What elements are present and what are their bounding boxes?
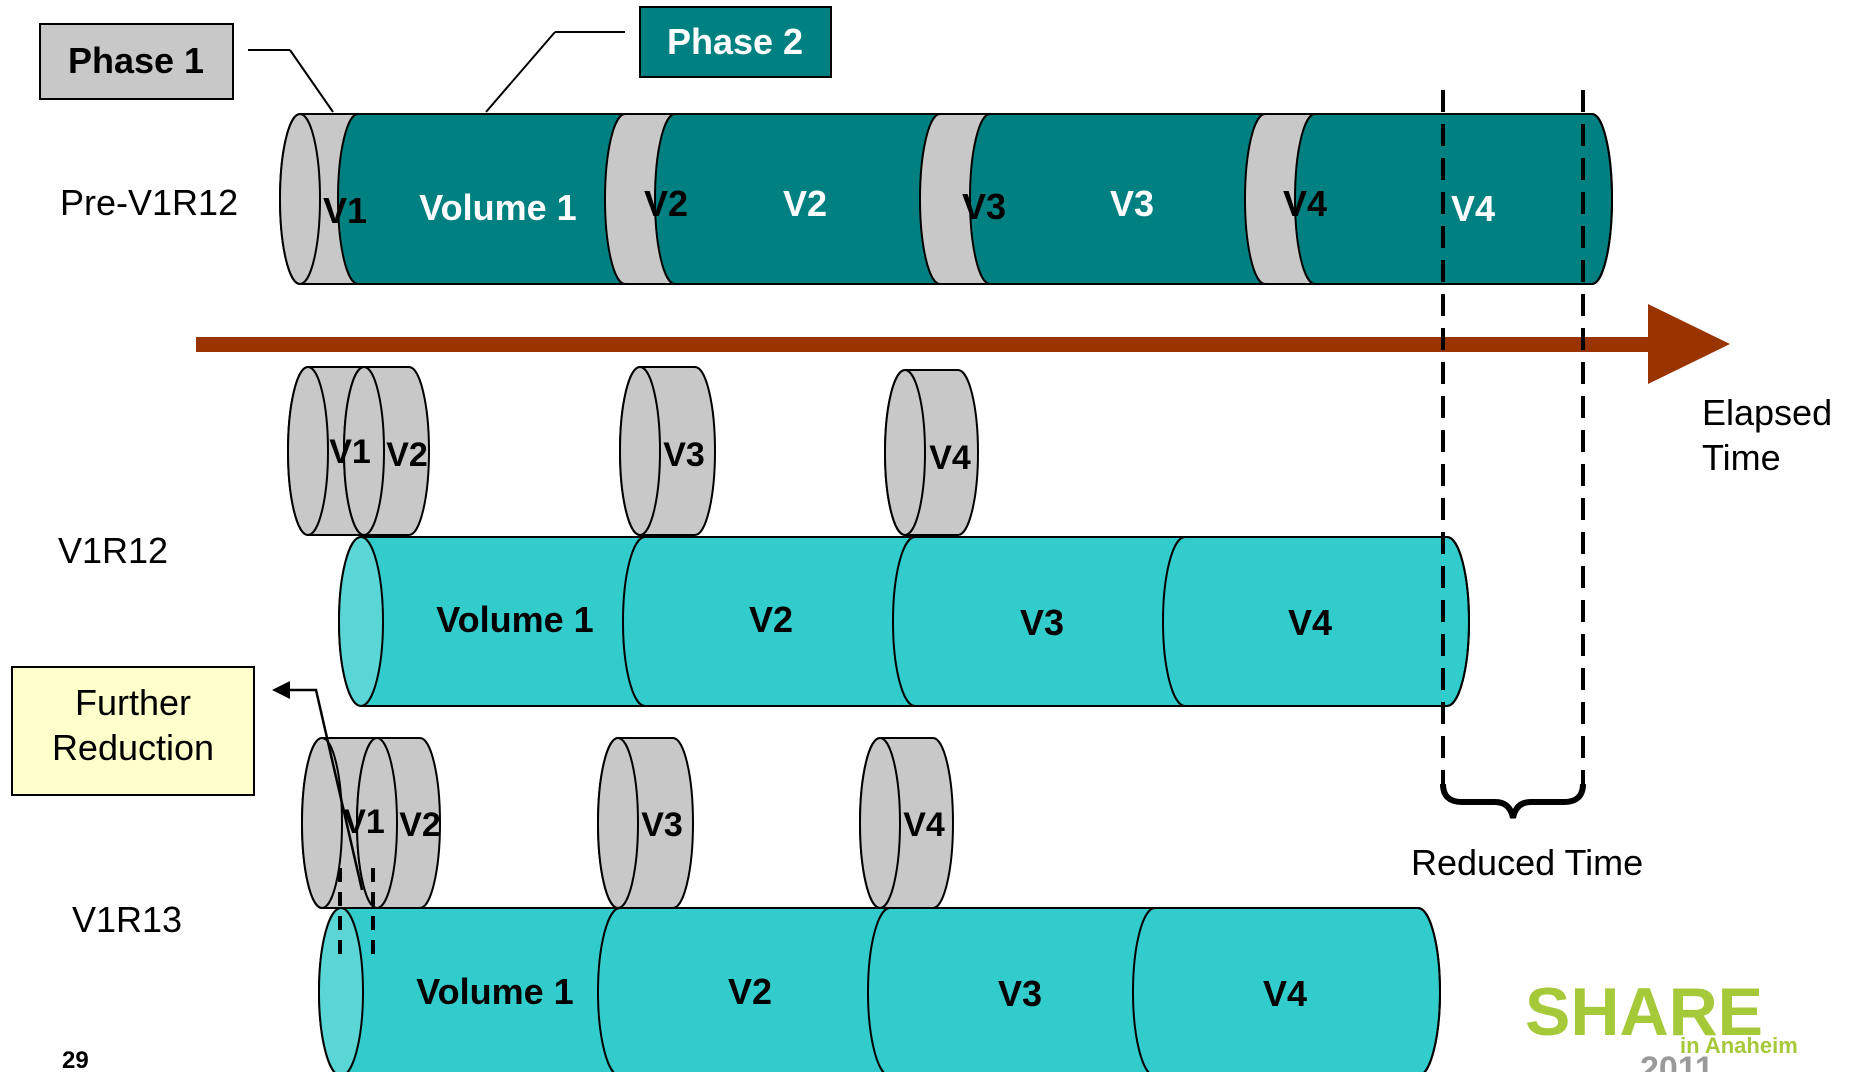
reduced-time-label: Reduced Time — [1411, 842, 1643, 883]
axis-label-line2: Time — [1702, 437, 1781, 478]
reduced-time-brace — [1440, 783, 1586, 819]
pre-segment-label-v2: V2 — [783, 183, 827, 224]
r12-disk-v2-face — [343, 366, 385, 536]
page-number: 29 — [62, 1047, 89, 1072]
r12-right-end — [1446, 536, 1470, 707]
v1r13-cylinder — [318, 907, 1441, 1072]
share-logo-year: 2011 — [1640, 1050, 1714, 1072]
pre-v1r12-cylinder — [279, 113, 1613, 285]
r12-segment-label-v4: V4 — [1288, 602, 1332, 643]
r13-left-face — [318, 907, 364, 1072]
pre-segment-label-v3: V3 — [1110, 183, 1154, 224]
share-logo-sub: in Anaheim — [1680, 1033, 1798, 1058]
share-logo-text: SHARE — [1525, 974, 1763, 1050]
legend-phase1-text: Phase 1 — [68, 40, 204, 81]
pre-left-face — [279, 113, 321, 285]
r13-disk-label-v4: V4 — [903, 806, 945, 844]
v1r13-phase1-disks — [301, 737, 954, 909]
axis-label-line1: Elapsed — [1702, 392, 1832, 433]
r13-right-end — [1417, 907, 1441, 1072]
r13-disk-label-v3: V3 — [641, 806, 683, 844]
r13-disk-v3-face — [597, 737, 639, 909]
r13-segment-label-volume1: Volume 1 — [416, 971, 573, 1012]
r13-segment-label-v3: V3 — [998, 973, 1042, 1014]
further-reduction-line2: Reduction — [52, 727, 214, 768]
legend-phase2-text: Phase 2 — [667, 21, 803, 62]
further-reduction-note: Further Reduction — [11, 666, 255, 796]
elapsed-time-arrow — [196, 304, 1730, 384]
further-reduction-pointer — [272, 681, 364, 891]
row-label-v1r12: V1R12 — [58, 530, 168, 571]
r12-disk-label-v3: V3 — [663, 436, 705, 474]
r12-disk-label-v1: V1 — [329, 433, 371, 471]
r12-disk-v3-face — [619, 366, 661, 536]
legend-phase1-leader-diag — [289, 49, 334, 113]
r12-disk-v4-face — [884, 369, 926, 536]
pre-right-end — [1591, 113, 1613, 285]
v1r12-cylinder — [338, 536, 1470, 707]
r12-disk-label-v2: V2 — [386, 436, 428, 474]
r12-segment-label-v2: V2 — [749, 599, 793, 640]
pre-cap-label-v4: V4 — [1283, 183, 1327, 224]
further-reduction-line1: Further — [75, 682, 191, 723]
r12-disk-v1-face — [287, 366, 329, 536]
r12-left-face — [338, 536, 384, 707]
r13-segment-label-v2: V2 — [728, 971, 772, 1012]
legend-phase2: Phase 2 — [639, 6, 832, 78]
r13-disk-label-v2: V2 — [399, 806, 441, 844]
legend-phase2-leader-diag — [485, 31, 556, 113]
pre-cap-label-v3: V3 — [962, 186, 1006, 227]
r13-segment-label-v4: V4 — [1263, 973, 1307, 1014]
pre-segment-label-volume1: Volume 1 — [419, 187, 576, 228]
r13-disk-v1-face — [301, 737, 343, 909]
pre-cap-label-v2: V2 — [644, 183, 688, 224]
pre-cap-label-v1: V1 — [323, 190, 367, 231]
row-label-pre-v1r12: Pre-V1R12 — [60, 182, 238, 223]
share-logo: SHARE in Anaheim 2011 — [1525, 974, 1798, 1072]
pre-segment-label-v4: V4 — [1451, 188, 1495, 229]
r12-disk-label-v4: V4 — [929, 439, 971, 477]
legend-phase1: Phase 1 — [39, 23, 234, 100]
v1r12-phase1-disks — [287, 366, 979, 536]
r12-segment-label-v3: V3 — [1020, 602, 1064, 643]
r12-segment-label-volume1: Volume 1 — [436, 599, 593, 640]
r13-disk-v4-face — [859, 737, 901, 909]
row-label-v1r13: V1R13 — [72, 899, 182, 940]
